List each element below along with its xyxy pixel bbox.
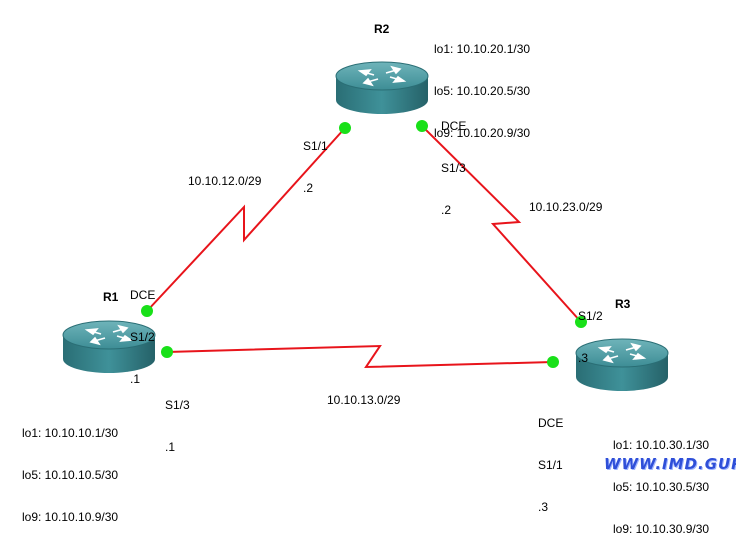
router-r3-name: R3 [615,297,631,311]
port-r3-s1-2 [575,316,587,328]
r2-lo5: lo5: 10.10.20.5/30 [434,84,531,98]
link-r1-r3 [166,344,554,369]
r1-s1-2-label: DCE S1/2 .1 [130,260,155,400]
network-r1-r3-label: 10.10.13.0/29 [327,393,401,407]
r2-s1-3-label: DCE S1/3 .2 [441,91,466,231]
r2-s1-1-ip: .2 [303,181,314,195]
r2-s1-3-ip: .2 [441,203,452,217]
router-r2-icon [335,61,429,115]
r3-s1-1-ip: .3 [538,500,549,514]
r1-s1-2-name: S1/2 [130,330,155,344]
r2-s1-3-dce: DCE [441,119,467,133]
link-r2-r3 [421,125,582,323]
r1-lo9: lo9: 10.10.10.9/30 [22,510,119,524]
watermark: WWW.IMD.GURU [604,455,736,473]
r2-lo9: lo9: 10.10.20.9/30 [434,126,531,140]
port-r1-s1-3 [161,346,173,358]
port-r3-s1-1 [547,356,559,368]
r1-s1-3-ip: .1 [165,440,176,454]
r3-s1-2-ip: .3 [578,351,589,365]
r1-lo5: lo5: 10.10.10.5/30 [22,468,119,482]
r3-s1-1-name: S1/1 [538,458,563,472]
r3-s1-2-label: S1/2 .3 [578,281,603,379]
r2-s1-3-name: S1/3 [441,161,466,175]
r3-loopbacks: lo1: 10.10.30.1/30 lo5: 10.10.30.5/30 lo… [613,410,709,550]
r1-s1-3-name: S1/3 [165,398,190,412]
r3-s1-1-label: DCE S1/1 .3 [538,388,563,528]
r1-s1-2-dce: DCE [130,288,156,302]
r1-loopbacks: lo1: 10.10.10.1/30 lo5: 10.10.10.5/30 lo… [22,398,118,538]
network-r2-r3-label: 10.10.23.0/29 [529,200,603,214]
router-r2-name: R2 [374,22,390,36]
r2-lo1: lo1: 10.10.20.1/30 [434,42,531,56]
port-r2-s1-1 [339,122,351,134]
r3-lo5: lo5: 10.10.30.5/30 [613,480,710,494]
r2-loopbacks: lo1: 10.10.20.1/30 lo5: 10.10.20.5/30 lo… [434,14,530,154]
topology-diagram [62,61,669,392]
r2-s1-1-label: S1/1 .2 [303,111,328,209]
link-r1-r2 [146,127,346,312]
r2-s1-1-name: S1/1 [303,139,328,153]
r1-s1-2-ip: .1 [130,372,141,386]
port-r1-s1-2 [141,305,153,317]
port-r2-s1-3 [416,120,428,132]
network-r1-r2-label: 10.10.12.0/29 [188,174,262,188]
r1-s1-3-label: S1/3 .1 [165,370,190,468]
r3-s1-2-name: S1/2 [578,309,603,323]
r1-lo1: lo1: 10.10.10.1/30 [22,426,119,440]
router-r1-name: R1 [103,290,119,304]
r3-lo9: lo9: 10.10.30.9/30 [613,522,710,536]
r3-lo1: lo1: 10.10.30.1/30 [613,438,710,452]
r3-s1-1-dce: DCE [538,416,564,430]
